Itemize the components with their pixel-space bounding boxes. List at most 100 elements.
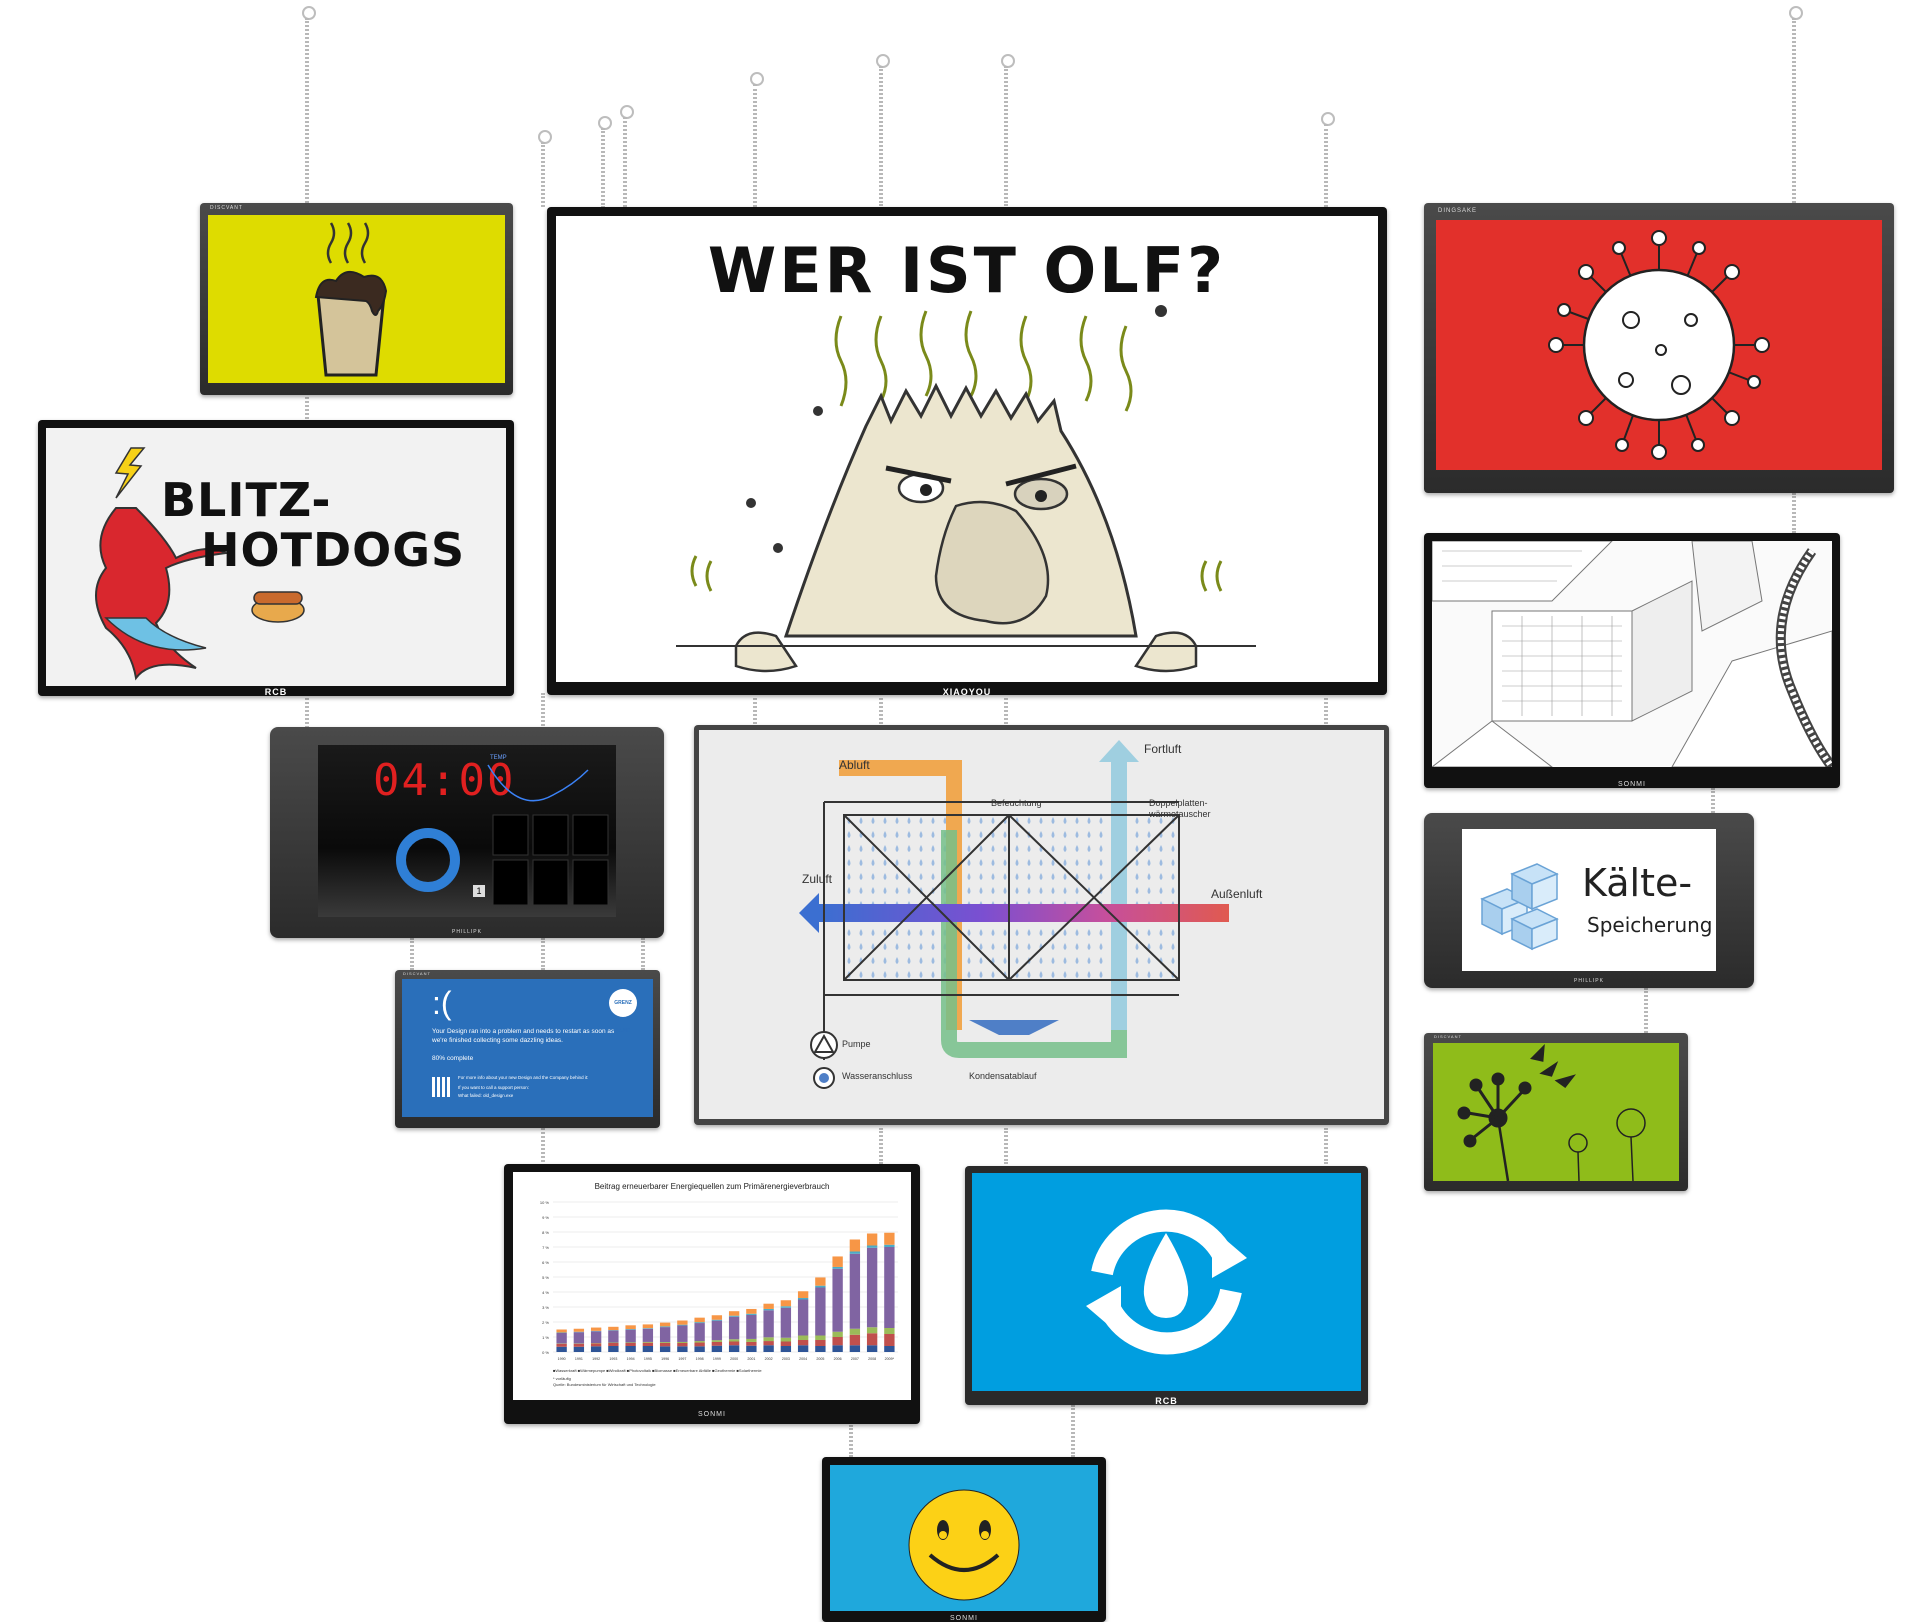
bar-segment bbox=[746, 1313, 757, 1315]
bar-segment bbox=[728, 1339, 740, 1342]
bar-segment bbox=[797, 1335, 809, 1340]
bsod-info: For more info about your new Design and … bbox=[458, 1075, 589, 1080]
bar-segment bbox=[590, 1331, 602, 1343]
bar-segment bbox=[677, 1343, 688, 1347]
bar-segment bbox=[556, 1346, 567, 1352]
chain bbox=[1644, 988, 1648, 1033]
bar-segment bbox=[832, 1337, 843, 1346]
tv-kaelte: Kälte- Speicherung PHILLIPK bbox=[1424, 813, 1754, 988]
y-tick-label: 2 % bbox=[542, 1320, 549, 1325]
bar-segment bbox=[573, 1343, 585, 1347]
bar-segment bbox=[797, 1340, 809, 1346]
y-tick-label: 9 % bbox=[542, 1215, 549, 1220]
hook bbox=[1321, 112, 1335, 126]
olf-monster-illustration bbox=[676, 305, 1256, 673]
x-tick-label: 1995 bbox=[644, 1357, 652, 1361]
dashboard-widgets bbox=[396, 764, 609, 906]
bar-segment bbox=[711, 1315, 723, 1320]
x-tick-label: 1994 bbox=[627, 1357, 635, 1361]
bsod-message: Your Design ran into a problem and needs… bbox=[432, 1028, 615, 1044]
bar-segment bbox=[884, 1244, 895, 1247]
bar-segment bbox=[573, 1346, 585, 1352]
bar-segment bbox=[815, 1285, 826, 1288]
bar-segment bbox=[694, 1323, 705, 1342]
chain bbox=[410, 938, 414, 970]
bar-segment bbox=[780, 1346, 792, 1352]
chain bbox=[1004, 1128, 1008, 1164]
bar-segment bbox=[711, 1345, 723, 1352]
bar-segment bbox=[884, 1346, 895, 1352]
bar-segment bbox=[556, 1332, 567, 1344]
bar-segment bbox=[866, 1345, 878, 1352]
bar-segment bbox=[849, 1345, 861, 1352]
bar-segment bbox=[815, 1335, 826, 1340]
bar-segment bbox=[694, 1317, 705, 1323]
chain bbox=[305, 393, 309, 423]
kaelte-title-line1: Kälte- bbox=[1582, 861, 1693, 905]
bar-segment bbox=[573, 1328, 585, 1332]
bar-segment bbox=[608, 1326, 619, 1331]
chain bbox=[879, 1128, 883, 1164]
x-tick-label: 1990 bbox=[558, 1357, 566, 1361]
tv-dandelion: DISCVANT bbox=[1424, 1033, 1688, 1191]
bsod-logo: GRENZ LAND bbox=[609, 989, 637, 1034]
bar-segment bbox=[694, 1341, 705, 1343]
x-tick-label: 2002 bbox=[765, 1357, 773, 1361]
chain bbox=[1792, 493, 1796, 533]
brand-label: DISCVANT bbox=[1434, 1034, 1462, 1039]
chain bbox=[849, 1425, 853, 1457]
screen-energy-chart: Beitrag erneuerbarer Energiequellen zum … bbox=[513, 1172, 911, 1400]
kaelte-title-line2: Speicherung bbox=[1587, 913, 1713, 937]
bar-segment bbox=[780, 1306, 792, 1308]
chain bbox=[1004, 66, 1008, 206]
y-tick-label: 7 % bbox=[542, 1245, 549, 1250]
label-abluft: Abluft bbox=[839, 758, 870, 772]
label-befeuchtung: Befeuchtung bbox=[991, 798, 1042, 808]
bar-segment bbox=[590, 1343, 602, 1347]
tv-bsod: :( GRENZ LAND Your Design ran into a pro… bbox=[395, 970, 660, 1128]
blitz-title-line1: BLITZ- bbox=[161, 473, 332, 527]
tv-coffee: DISCVANT bbox=[200, 203, 513, 395]
x-tick-label: 2000 bbox=[730, 1357, 738, 1361]
chain bbox=[623, 117, 627, 207]
bar-segment bbox=[642, 1341, 654, 1343]
bar-segment bbox=[815, 1346, 826, 1352]
bar-segment bbox=[659, 1342, 671, 1343]
x-tick-label: 1998 bbox=[696, 1357, 704, 1361]
clock-display: 04:00 bbox=[373, 755, 516, 806]
bar-segment bbox=[728, 1316, 740, 1340]
bar-segment bbox=[694, 1346, 705, 1352]
bar-segment bbox=[815, 1277, 826, 1286]
label-fortluft: Fortluft bbox=[1144, 742, 1182, 756]
chart-note-2: Quelle: Bundesministerium für Wirtschaft… bbox=[553, 1382, 656, 1387]
bar-segment bbox=[815, 1340, 826, 1346]
y-tick-label: 0 % bbox=[542, 1350, 549, 1355]
bar-segment bbox=[642, 1324, 654, 1329]
bar-segment bbox=[763, 1337, 774, 1342]
screen-bsod: :( GRENZ LAND Your Design ran into a pro… bbox=[402, 979, 653, 1117]
bar-segment bbox=[677, 1320, 688, 1325]
label-kondensatablauf: Kondensatablauf bbox=[969, 1071, 1037, 1081]
bar-segment bbox=[780, 1307, 792, 1338]
tv-energy-chart: Beitrag erneuerbarer Energiequellen zum … bbox=[504, 1164, 920, 1424]
x-tick-label: 1991 bbox=[575, 1357, 583, 1361]
bar-segment bbox=[556, 1343, 567, 1347]
label-pumpe: Pumpe bbox=[842, 1039, 871, 1049]
bar-segment bbox=[884, 1334, 895, 1346]
chain bbox=[1004, 693, 1008, 728]
bar-segment bbox=[556, 1329, 567, 1333]
bar-segment bbox=[832, 1256, 843, 1267]
bsod-percent: 80% complete bbox=[432, 1055, 474, 1062]
screen-blitz: BLITZ- HOTDOGS bbox=[46, 428, 506, 686]
virus-icon bbox=[1436, 220, 1882, 470]
chart-note-1: * vorläufig bbox=[553, 1376, 571, 1381]
screen-virus bbox=[1436, 220, 1882, 470]
screen-smiley bbox=[830, 1465, 1098, 1611]
hook bbox=[598, 116, 612, 130]
chain bbox=[1071, 1405, 1075, 1457]
bar-segment bbox=[625, 1325, 636, 1330]
chain bbox=[305, 18, 309, 203]
bsod-small: What failed: old_design.exe bbox=[458, 1093, 514, 1098]
bar-segment bbox=[849, 1251, 861, 1254]
bar-segment bbox=[866, 1233, 878, 1246]
